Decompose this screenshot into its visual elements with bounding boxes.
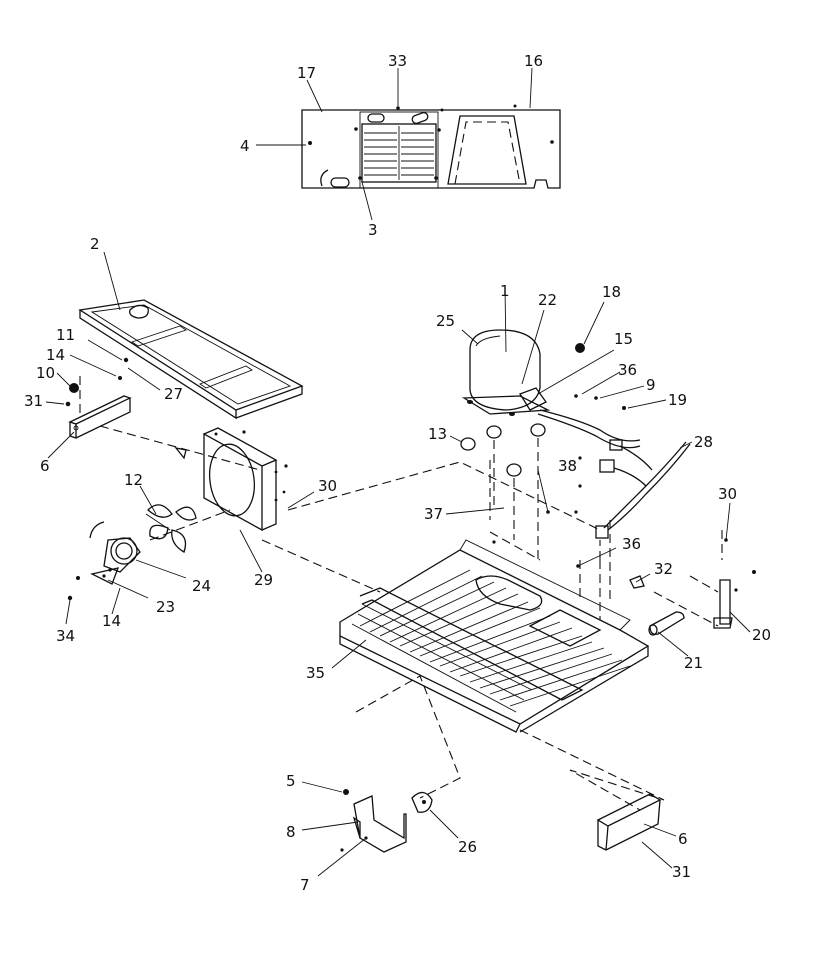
- callout-1: 1: [500, 282, 510, 300]
- lower-right-bracket: [596, 793, 662, 851]
- panel-leader-lines: [256, 67, 533, 221]
- drain-pan: [78, 299, 304, 420]
- callout-3: 3: [368, 221, 378, 239]
- callout-2: 2: [90, 235, 100, 253]
- callout-20: 20: [752, 626, 771, 644]
- callout-5: 5: [286, 772, 296, 790]
- callout-25: 25: [436, 312, 455, 330]
- callout-28: 28: [694, 433, 713, 451]
- callout-14: 14: [102, 612, 121, 630]
- fan-shroud: [174, 427, 288, 532]
- callout-29: 29: [254, 571, 273, 589]
- callout-17: 17: [297, 64, 316, 82]
- left-bracket-upper: [65, 357, 132, 439]
- callout-10: 10: [36, 364, 55, 382]
- callout-11: 11: [56, 326, 75, 344]
- callout-19: 19: [668, 391, 687, 409]
- lower-left-leader-lines: [301, 781, 459, 877]
- callout-37: 37: [424, 505, 443, 523]
- compressor: [460, 329, 641, 477]
- callout-6: 6: [678, 830, 688, 848]
- motor-leader-lines: [65, 485, 231, 625]
- capacitor-bracket: [629, 570, 756, 636]
- base-pan-dashed-leaders: [261, 460, 723, 811]
- compressor-leader-lines: [449, 287, 667, 560]
- callout-21: 21: [684, 654, 703, 672]
- callout-4: 4: [240, 137, 250, 155]
- callout-12: 12: [124, 471, 143, 489]
- machine-compartment-panel: [301, 104, 561, 189]
- callout-23: 23: [156, 598, 175, 616]
- callout-27: 27: [164, 385, 183, 403]
- callout-8: 8: [286, 823, 296, 841]
- callout-30: 30: [718, 485, 737, 503]
- lower-right-leader-lines: [641, 823, 677, 869]
- callout-14: 14: [46, 346, 65, 364]
- callout-6: 6: [40, 457, 50, 475]
- callout-34: 34: [56, 627, 75, 645]
- wiring-harness: [574, 439, 691, 539]
- capacitor-leader-lines: [657, 611, 751, 657]
- callout-36: 36: [618, 361, 637, 379]
- callout-26: 26: [458, 838, 477, 856]
- callout-7: 7: [300, 876, 310, 894]
- callout-31: 31: [672, 863, 691, 881]
- callout-13: 13: [428, 425, 447, 443]
- callout-38: 38: [558, 457, 577, 475]
- callout-18: 18: [602, 283, 621, 301]
- bracket-leader-lines: [45, 339, 261, 471]
- base-pan: [339, 539, 650, 733]
- callout-16: 16: [524, 52, 543, 70]
- lower-left-bracket: [340, 789, 433, 853]
- callout-36: 36: [622, 535, 641, 553]
- callout-30: 30: [318, 477, 337, 495]
- callout-24: 24: [192, 577, 211, 595]
- callout-32: 32: [654, 560, 673, 578]
- callout-33: 33: [388, 52, 407, 70]
- callout-15: 15: [614, 330, 633, 348]
- base-pan-leader-lines: [331, 469, 731, 669]
- callout-31: 31: [24, 392, 43, 410]
- shroud-leader-lines: [239, 491, 315, 573]
- fan-motor-assembly: [67, 504, 197, 601]
- callout-35: 35: [306, 664, 325, 682]
- callout-9: 9: [646, 376, 656, 394]
- callout-22: 22: [538, 291, 557, 309]
